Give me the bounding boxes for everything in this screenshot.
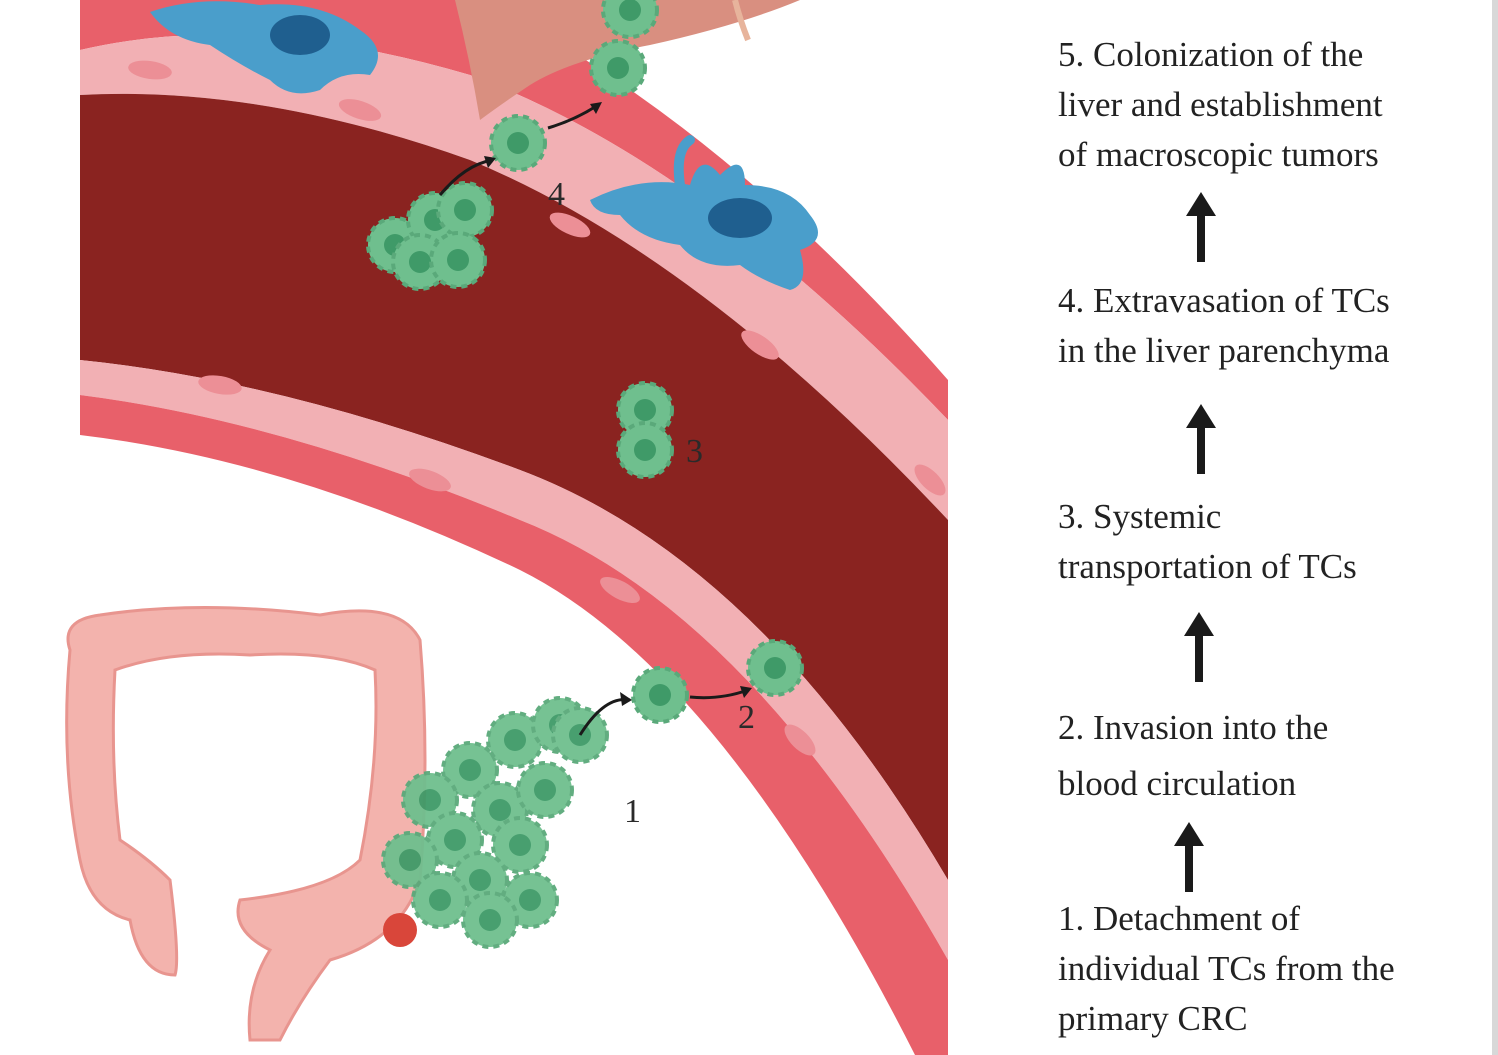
- step-5: 5. Colonization of the liver and establi…: [1058, 30, 1478, 180]
- up-arrow-icon: [1186, 192, 1216, 262]
- up-arrow-icon: [1174, 822, 1204, 892]
- liver-icon: [455, 0, 800, 120]
- marker-2: 2: [738, 699, 755, 736]
- marker-1: 1: [624, 793, 641, 830]
- step-2: 2. Invasion into the blood circulation: [1058, 700, 1478, 812]
- vessel-lumen: [80, 93, 948, 880]
- step-3-line-2: transportation of TCs: [1058, 547, 1357, 586]
- step-5-line-1: 5. Colonization of the: [1058, 35, 1364, 74]
- illustration: 1 2 3 4: [65, 0, 948, 1055]
- tumor-cell-icon: [631, 666, 689, 724]
- step-5-line-3: of macroscopic tumors: [1058, 135, 1379, 174]
- marker-3: 3: [686, 433, 703, 470]
- colon-icon: [65, 606, 427, 1042]
- up-arrow-icon: [1184, 612, 1214, 682]
- tumor-cell-icon: [589, 39, 647, 97]
- up-arrow-icon: [1186, 404, 1216, 474]
- step-4-line-2: in the liver parenchyma: [1058, 331, 1390, 370]
- kupffer-cell-icon: [150, 1, 378, 94]
- vessel-wall-bottom: [80, 395, 948, 1055]
- marker-4: 4: [548, 176, 565, 213]
- tumor-cell-icon: [746, 639, 804, 697]
- step-1-line-2: individual TCs from the: [1058, 949, 1395, 988]
- arrow-heads: [484, 102, 752, 706]
- step-2-line-1: 2. Invasion into the: [1058, 708, 1329, 747]
- step-2-line-2: blood circulation: [1058, 764, 1297, 803]
- endothelial-nuclei: [128, 60, 946, 756]
- step-3: 3. Systemic transportation of TCs: [1058, 492, 1478, 592]
- step-1-line-3: primary CRC: [1058, 999, 1248, 1038]
- step-5-line-2: liver and establishment: [1058, 85, 1383, 124]
- step-1: 1. Detachment of individual TCs from the…: [1058, 894, 1478, 1044]
- tumor-cell-icon: [616, 421, 674, 479]
- tumor-cell-icon: [489, 114, 547, 172]
- step-4: 4. Extravasation of TCs in the liver par…: [1058, 276, 1478, 376]
- step-4-line-1: 4. Extravasation of TCs: [1058, 281, 1390, 320]
- step-3-line-1: 3. Systemic: [1058, 497, 1222, 536]
- step-1-line-1: 1. Detachment of: [1058, 899, 1300, 938]
- kupffer-cell-icon: [590, 135, 818, 290]
- page-edge: [1492, 0, 1498, 1055]
